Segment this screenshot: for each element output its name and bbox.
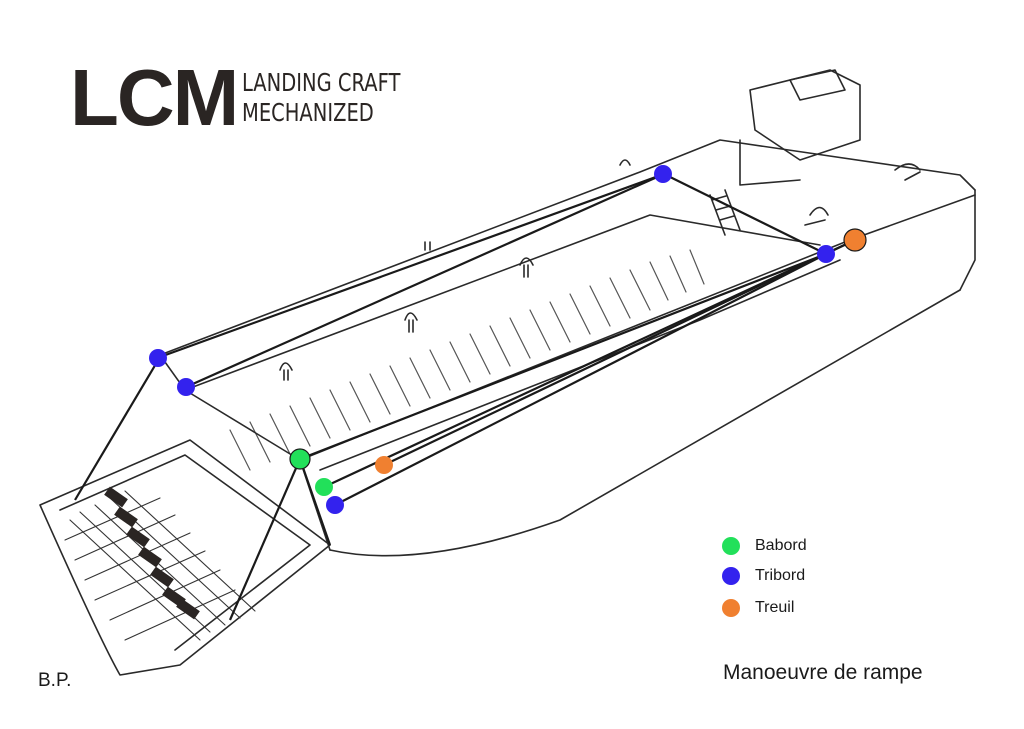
hull-inner-wall	[184, 214, 821, 391]
marker-tribord-3	[654, 165, 672, 183]
stern-bitts	[804, 206, 829, 226]
diagram-caption: Manoeuvre de rampe	[723, 661, 923, 684]
legend-label-babord: Babord	[755, 537, 807, 554]
marker-tribord-5	[326, 496, 344, 514]
legend-label-tribord: Tribord	[755, 567, 806, 584]
hull-outline	[39, 69, 976, 676]
wall-cleat-5	[619, 159, 631, 166]
wheelhouse	[749, 69, 861, 161]
stern-fitting	[894, 163, 921, 181]
wall-cleat-3	[519, 257, 534, 278]
marker-tribord-2	[177, 378, 195, 396]
wheelhouse-front	[739, 139, 801, 186]
marker-treuil-1	[375, 456, 393, 474]
logo-subtitle: LANDING CRAFT MECHANIZED	[242, 68, 400, 128]
rope-bow-2	[228, 458, 302, 621]
marker-tribord-4	[817, 245, 835, 263]
wheelhouse-window	[789, 69, 846, 101]
rope-port-lower	[185, 172, 665, 389]
rope-starboard-1	[299, 252, 827, 461]
marker-babord-1	[289, 448, 311, 470]
logo-line-1: LANDING CRAFT	[242, 68, 401, 97]
wall-cleat-2	[404, 312, 418, 333]
hull-inner-floor-edge	[319, 259, 841, 471]
author-initials: B.P.	[38, 670, 72, 691]
rope-bow-1	[74, 356, 161, 501]
deck-hatching	[229, 249, 705, 471]
hull-stern	[959, 189, 976, 291]
ladder	[709, 189, 741, 236]
logo-line-2: MECHANIZED	[242, 98, 374, 127]
legend-dot-tribord	[722, 567, 740, 585]
ramp-treads	[104, 486, 200, 620]
marker-tribord-1	[149, 349, 167, 367]
marker-treuil-2	[843, 228, 867, 252]
legend-label-treuil: Treuil	[755, 599, 795, 616]
pulley-markers	[149, 165, 867, 514]
rope-port-upper	[159, 172, 665, 359]
rope-winch	[383, 239, 856, 466]
legend-dot-treuil	[722, 599, 740, 617]
marker-babord-2	[315, 478, 333, 496]
ramp-outline	[39, 439, 331, 676]
ramp-rigging	[74, 172, 856, 621]
ramp-grid	[64, 490, 256, 641]
rope-starboard-2	[334, 253, 827, 506]
ramp-inner	[59, 454, 311, 651]
legend-dot-babord	[722, 537, 740, 555]
logo-title: LCM	[70, 53, 239, 142]
wall-cleat-1	[279, 362, 293, 381]
rope-cross	[663, 173, 827, 255]
hull-side-bottom	[329, 289, 961, 557]
wall-cleat-4	[424, 241, 431, 251]
rope-bow-3	[298, 458, 332, 546]
hull-port-gunwale	[159, 139, 976, 356]
